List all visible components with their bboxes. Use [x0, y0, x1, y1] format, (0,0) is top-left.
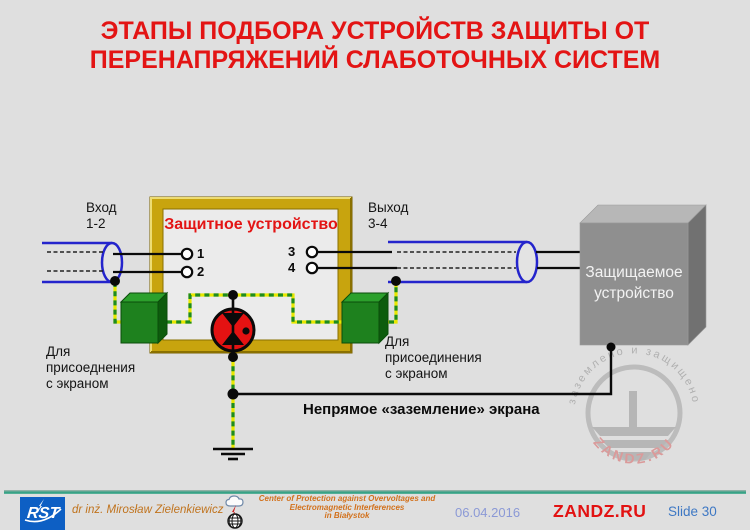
earth-junction-dot-bottom — [228, 352, 238, 362]
title-line-2: ПЕРЕНАПРЯЖЕНИЙ СЛАБОТОЧНЫХ СИСТЕМ — [89, 46, 661, 74]
author-credit: dr inż. Mirosław Zielenkiewicz — [72, 504, 224, 516]
protected-device-line1: Защищаемое — [585, 264, 683, 281]
terminal-1-label: 1 — [197, 246, 205, 261]
center-line2: Electromagnetic Interferences — [289, 502, 405, 512]
zandz-stamp: заземлено и защищено ZANDZ.RU — [566, 344, 699, 467]
center-line3: in Białystok — [324, 511, 370, 520]
input-label-line2: 1-2 — [86, 216, 106, 231]
stamp-bottom-text: ZANDZ.RU — [590, 434, 674, 467]
terminal-3-circle — [305, 245, 319, 259]
shield-note-right: Для присоединения с экраном — [385, 334, 482, 382]
shield-note-left-line3: с экраном — [46, 376, 109, 391]
earth-ground-icon — [213, 447, 253, 461]
cloud-shape — [225, 495, 244, 507]
output-label-line1: Выход — [368, 200, 409, 215]
zandz-brand: ZANDZ.RU — [553, 501, 647, 521]
terminal-4-circle — [305, 261, 319, 275]
slide-number: Slide 30 — [668, 504, 717, 519]
signal-wires — [113, 250, 581, 274]
shield-note-left-line1: Для — [46, 344, 71, 359]
svg-text:ZANDZ.RU: ZANDZ.RU — [590, 434, 677, 467]
shield-junction-dot-left — [110, 276, 120, 286]
stamp-ground-symbol-icon — [592, 391, 676, 460]
rst-logo-decoration — [24, 499, 62, 523]
ground-connection-lines — [227, 342, 616, 400]
shield-note-right-line1: Для — [385, 334, 410, 349]
output-cable — [388, 240, 539, 286]
shield-note-left-line2: присоеднения — [46, 360, 136, 375]
terminal-3-label: 3 — [288, 244, 296, 259]
shield-junction-dot-right — [391, 276, 401, 286]
surge-arrester-icon — [210, 290, 256, 362]
cloud-lightning-globe-icon — [225, 495, 244, 529]
slide-date: 06.04.2016 — [455, 505, 521, 520]
shield-note-right-line2: присоединения — [385, 350, 482, 365]
logo-lightning-icon — [37, 499, 44, 513]
globe-icon — [227, 513, 243, 529]
indirect-grounding-note: Непрямое «заземление» экрана — [303, 401, 540, 418]
page-title: ЭТАПЫ ПОДБОРА УСТРОЙСТВ ЗАЩИТЫ ОТ ПЕРЕНА… — [0, 17, 750, 75]
terminals — [180, 245, 319, 279]
center-line1: Center of Protection against Overvoltage… — [258, 494, 436, 503]
output-label: Выход 3-4 — [368, 200, 408, 232]
terminal-1-circle — [180, 247, 194, 261]
input-cable — [42, 241, 124, 286]
input-label: Вход 1-2 — [86, 200, 117, 232]
shield-clamp-left — [119, 291, 169, 345]
protected-device-label: Защищаемое устройство — [580, 262, 688, 304]
ground-junction-dot — [227, 388, 239, 400]
earth-junction-dot-top — [228, 290, 238, 300]
rst-logo: RST — [20, 497, 65, 530]
device-ground-dot — [606, 342, 616, 352]
output-label-line2: 3-4 — [368, 216, 388, 231]
terminal-2-circle — [180, 265, 194, 279]
footer-divider — [4, 490, 746, 494]
center-affiliation: Center of Protection against Overvoltage… — [250, 494, 444, 521]
protective-device-label: Защитное устройство — [164, 216, 338, 233]
terminal-2-label: 2 — [197, 264, 205, 279]
title-line-1: ЭТАПЫ ПОДБОРА УСТРОЙСТВ ЗАЩИТЫ ОТ — [100, 17, 650, 45]
protected-device-line2: устройство — [594, 285, 674, 302]
shield-clamp-right — [340, 291, 390, 345]
protected-device-box — [579, 204, 707, 346]
shield-note-left: Для присоеднения с экраном — [46, 344, 135, 392]
logo-swoosh — [24, 508, 62, 523]
input-label-line1: Вход — [86, 200, 117, 215]
shield-note-right-line3: с экраном — [385, 366, 448, 381]
terminal-4-label: 4 — [288, 260, 296, 275]
